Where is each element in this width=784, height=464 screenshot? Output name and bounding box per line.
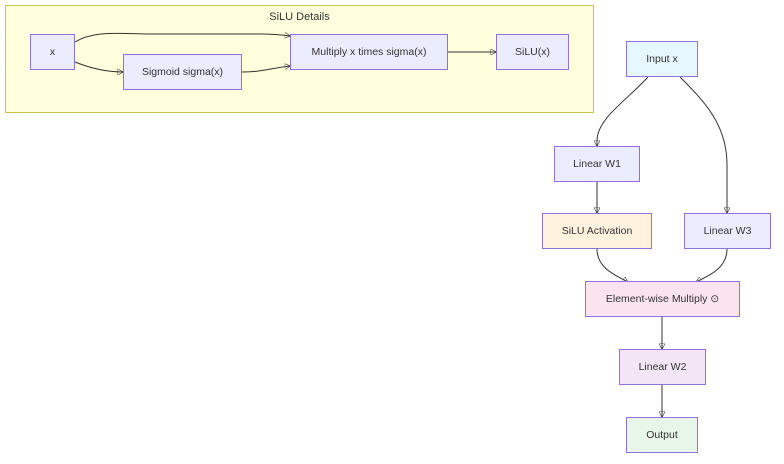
edge-input-to-w1 [597, 76, 649, 146]
node-linear-w2[interactable]: Linear W2 [619, 349, 706, 385]
node-input-x-label: Input x [646, 53, 678, 65]
cluster-title: SiLU Details [269, 11, 330, 23]
edge-x-to-multiply [74, 33, 290, 43]
edge-silu-to-multiply [596, 248, 628, 282]
node-output-label: Output [646, 429, 678, 441]
node-silu-activation[interactable]: SiLU Activation [542, 213, 652, 249]
node-elementwise-multiply[interactable]: Element-wise Multiply ⊙ [585, 281, 740, 317]
node-x[interactable]: x [30, 34, 75, 70]
edge-w3-to-multiply [696, 248, 728, 282]
node-linear-w3[interactable]: Linear W3 [684, 213, 771, 249]
node-linear-w3-label: Linear W3 [703, 225, 752, 237]
edge-sigmoid-to-multiply [241, 66, 290, 73]
node-silu-activation-label: SiLU Activation [561, 225, 633, 237]
node-silu-x-label: SiLU(x) [514, 46, 550, 58]
node-output[interactable]: Output [626, 417, 698, 453]
node-input-x[interactable]: Input x [626, 41, 698, 77]
node-elementwise-multiply-label: Element-wise Multiply ⊙ [605, 293, 720, 305]
edge-x-to-sigmoid [74, 61, 123, 72]
node-linear-w2-label: Linear W2 [638, 361, 687, 373]
node-multiply-x-sigma[interactable]: Multiply x times sigma(x) [290, 34, 448, 70]
node-linear-w1[interactable]: Linear W1 [554, 146, 640, 182]
node-multiply-x-sigma-label: Multiply x times sigma(x) [311, 46, 427, 58]
node-sigmoid[interactable]: Sigmoid sigma(x) [123, 54, 242, 90]
node-linear-w1-label: Linear W1 [573, 158, 621, 170]
node-sigmoid-label: Sigmoid sigma(x) [141, 66, 224, 78]
edge-input-to-w3 [679, 76, 727, 213]
node-x-label: x [49, 46, 56, 58]
node-silu-x[interactable]: SiLU(x) [496, 34, 569, 70]
